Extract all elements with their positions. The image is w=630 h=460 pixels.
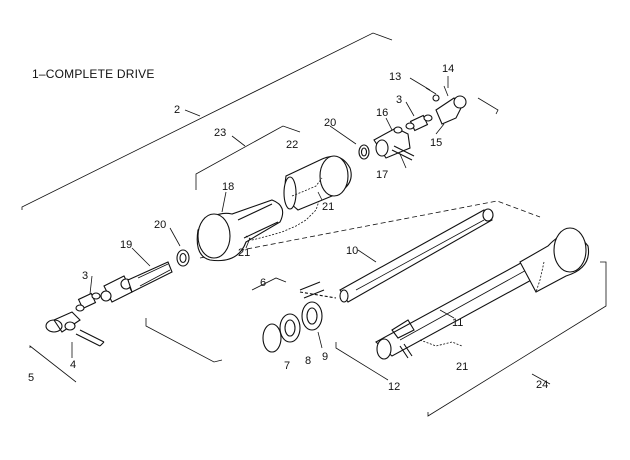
part-3-cross-upper (405, 114, 433, 132)
callout-8: 8 (305, 355, 311, 367)
part-21-chain-mid (245, 197, 321, 241)
part-24-lower-guard (519, 227, 590, 293)
callout-3-lower: 3 (82, 270, 88, 282)
callout-23: 23 (214, 127, 226, 139)
callout-14: 14 (442, 63, 454, 75)
callout-21-lower: 21 (456, 361, 468, 373)
callout-10: 10 (346, 245, 358, 257)
callout-9: 9 (322, 351, 328, 363)
part-20-ring-lower (176, 249, 190, 267)
callout-labels: 2 3 3 4 5 6 7 8 9 10 11 12 13 14 15 16 1… (28, 63, 548, 393)
part-3-cross-left (75, 292, 101, 312)
bracket-lines (21, 32, 607, 417)
part-19-yoke-shaft (100, 261, 173, 303)
part-18-outer-guard (196, 199, 284, 262)
part-10-inner-tube (299, 208, 494, 303)
callout-18: 18 (222, 181, 234, 193)
callout-6: 6 (260, 277, 266, 289)
callout-5: 5 (28, 372, 34, 384)
callout-24: 24 (536, 379, 548, 391)
callout-19: 19 (120, 239, 132, 251)
callout-17: 17 (376, 169, 388, 181)
bracket-24 (427, 261, 607, 417)
part-8-bearing (279, 313, 301, 343)
callout-22: 22 (286, 139, 298, 151)
callout-16: 16 (376, 107, 388, 119)
callout-21-left: 21 (238, 247, 250, 259)
part-11-outer-tube (375, 257, 547, 360)
part-16-yoke-upper (373, 126, 415, 161)
bracket-23 (195, 125, 301, 190)
part-20-ring-upper (358, 144, 370, 160)
bracket-2 (21, 32, 393, 210)
leader-2 (184, 109, 201, 117)
callout-12: 12 (388, 381, 400, 393)
callout-11: 11 (452, 317, 463, 329)
callout-2: 2 (174, 104, 180, 116)
callout-leaders (89, 76, 455, 319)
bracket-upper-right (477, 97, 499, 115)
callout-20-lower: 20 (154, 219, 166, 231)
bracket-lower-left (145, 318, 223, 363)
callout-21-mid: 21 (322, 201, 334, 213)
leader-23 (231, 135, 246, 147)
bracket-lower-mid (335, 342, 389, 381)
callout-20-upper: 20 (324, 117, 336, 129)
part-9-collar (299, 281, 325, 349)
callout-13: 13 (389, 71, 401, 83)
leader-24 (531, 373, 551, 385)
part-22-inner-guard (283, 155, 352, 211)
part-4-yoke (45, 311, 105, 358)
callout-7: 7 (284, 360, 290, 372)
bracket-dashed-top (199, 200, 541, 259)
bracket-6 (251, 277, 287, 291)
callout-3-upper: 3 (396, 94, 402, 106)
part-21-chain-lower (419, 339, 463, 347)
part-7-snap-ring (262, 323, 282, 353)
callout-15: 15 (430, 137, 442, 149)
bracket-5 (29, 345, 77, 383)
part-12-pin (399, 343, 413, 359)
part-21-chain-upper (291, 177, 323, 197)
part-15-end-yoke (425, 85, 467, 125)
diagram-title: 1–COMPLETE DRIVE (32, 67, 155, 81)
callout-4: 4 (70, 359, 76, 371)
